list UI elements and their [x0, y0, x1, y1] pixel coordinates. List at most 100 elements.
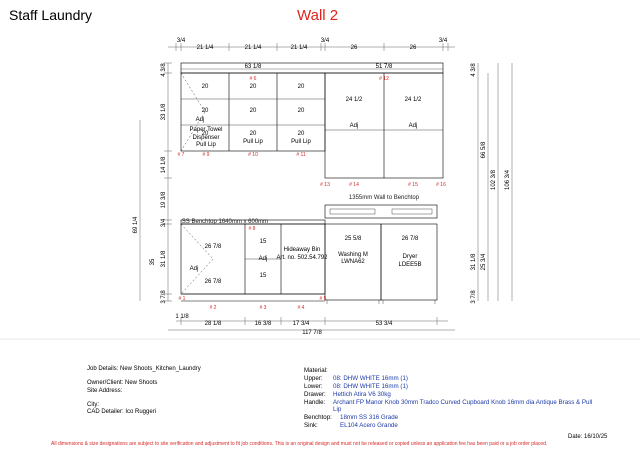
- appliance-top-bar: [324, 204, 438, 219]
- dim-label: 31 1/8: [161, 250, 167, 267]
- material-value: 08: DHW WHITE 16mm (1): [333, 383, 408, 390]
- dim-label: 69 1/4: [133, 216, 139, 233]
- upper-note: Pull Lip: [291, 139, 311, 145]
- dim-label: 4 3/8: [161, 63, 167, 77]
- bottom-dim-ticks: [180, 317, 438, 325]
- cabinet-tag: # 15: [408, 182, 418, 188]
- upper-note: Paper Towel: [190, 127, 223, 133]
- footer-date: Date: 16/10/25: [568, 434, 608, 440]
- dim-label: 26: [351, 45, 358, 51]
- cabinet-tag: # 3: [260, 305, 267, 311]
- dim-label: 117 7/8: [302, 330, 322, 336]
- lower-note: Hideaway Bin: [284, 247, 321, 253]
- dim-label: 31 1/8: [471, 253, 477, 270]
- dim-label: 33 1/8: [161, 103, 167, 120]
- cell-dim: 26 7/8: [205, 244, 222, 250]
- door-swing-line: [180, 258, 214, 295]
- top-dim-ticks: [175, 43, 449, 51]
- appliance-control-panel: [391, 208, 433, 215]
- left-dim-ticks: [164, 62, 172, 302]
- cell-dim: 20: [298, 131, 305, 137]
- dim-label: 14 1/8: [161, 156, 167, 173]
- bulkhead: [180, 62, 444, 74]
- dim-label: 26: [410, 45, 417, 51]
- appliance-label: Washing M: [338, 252, 368, 258]
- right-dim-labels: 4 3/8 66 5/8 102 3/8 106 3/4 31 1/8 25 3…: [471, 63, 511, 304]
- dim-label: 66 5/8: [481, 141, 487, 158]
- wall-title: Wall 2: [297, 7, 339, 24]
- job-site-address: Site Address:: [87, 388, 123, 394]
- adj-note: Adj: [259, 256, 268, 262]
- upper-note: Pull Lip: [196, 142, 216, 148]
- page-title: Staff Laundry: [9, 7, 93, 23]
- dim-label: 63 1/8: [245, 64, 262, 70]
- adj-note: Adj: [350, 123, 359, 129]
- material-label: Upper:: [304, 375, 323, 382]
- material-label: Drawer:: [304, 391, 326, 398]
- door-swing-line: [180, 72, 206, 113]
- appliance-label: Dryer: [403, 254, 418, 260]
- dim-label: 102 3/8: [491, 169, 497, 190]
- material-value: Lip: [333, 406, 342, 413]
- material-label: Lower:: [304, 383, 323, 390]
- cabinet-tag: # 1: [179, 296, 186, 302]
- cell-dim: 20: [202, 131, 209, 137]
- cell-dim: 26 7/8: [205, 279, 222, 285]
- material-value: 18mm SS 316 Grade: [340, 414, 399, 421]
- footer-disclaimer: All dimensions & size designations are s…: [51, 441, 548, 447]
- wall-note: 1355mm Wall to Benchtop: [349, 195, 420, 201]
- cabinet-tag: # 14: [349, 182, 359, 188]
- door-swing-line: [180, 223, 214, 260]
- dim-label: 3/4: [439, 38, 448, 44]
- cell-dim: 20: [298, 84, 305, 90]
- job-owner: Owner/Client: New Shoots: [87, 380, 158, 386]
- cabinet-tag: # 4: [298, 305, 305, 311]
- cabinet-tag: # 6: [250, 76, 257, 82]
- dim-label: 3 7/8: [471, 290, 477, 304]
- appliance-label: LWNA62: [341, 259, 365, 265]
- adj-note: Adj: [196, 117, 205, 123]
- appliance-label: LDEE5B: [398, 262, 421, 268]
- cabinet-tag: # 5: [320, 296, 327, 302]
- cell-dim: 20: [250, 131, 257, 137]
- cabinet-tag: # 9: [203, 152, 210, 158]
- dim-label: 28 1/8: [205, 321, 222, 327]
- appliance-control-panel: [329, 208, 376, 215]
- cell-dim: 15: [260, 239, 267, 245]
- dim-label: 53 3/4: [376, 321, 393, 327]
- cell-dim: 20: [202, 84, 209, 90]
- cell-dim: 24 1/2: [405, 97, 422, 103]
- left-dim-labels: 4 3/8 33 1/8 14 1/8 19 3/8 3/4 31 1/8 35…: [133, 63, 167, 304]
- dim-label: 4 3/8: [471, 63, 477, 77]
- cell-dim: 20: [250, 108, 257, 114]
- cabinet-tag: # 2: [210, 305, 217, 311]
- material-value: Hettich Atira V6 30kg: [333, 391, 391, 398]
- lower-note: Art. no. 502.54.792: [276, 255, 328, 261]
- material-value: EL104 Acero Grande: [340, 422, 398, 429]
- dim-label: 21 1/4: [291, 45, 308, 51]
- cell-dim: 26 7/8: [402, 236, 419, 242]
- dim-label: 17 3/4: [293, 321, 310, 327]
- cabinet-tag: # 12: [379, 76, 389, 82]
- cell-dim: 15: [260, 273, 267, 279]
- dim-label: 35: [150, 258, 156, 265]
- adj-note: Adj: [409, 123, 418, 129]
- dim-label: 51 7/8: [376, 64, 393, 70]
- cell-dim: 25 5/8: [345, 236, 362, 242]
- cabinet-tag: # 11: [296, 152, 306, 158]
- dim-label: 16 3/8: [255, 321, 272, 327]
- cell-dim: 20: [298, 108, 305, 114]
- dim-label: 25 3/4: [481, 253, 487, 270]
- material-label: Sink:: [304, 422, 318, 429]
- dim-label: 3/4: [321, 38, 330, 44]
- cabinet-tag: # 16: [436, 182, 446, 188]
- cell-dim: 20: [202, 108, 209, 114]
- dim-label: 3/4: [177, 38, 186, 44]
- cabinet-tag: # 7: [178, 152, 185, 158]
- elevation-drawing: .ln{stroke:#000;stroke-width:0.6;fill:no…: [0, 38, 640, 340]
- dim-label: 21 1/4: [197, 45, 214, 51]
- dim-label: 3 7/8: [161, 290, 167, 304]
- material-value: Archant FP Manor Knob 30mm Tradco Curved…: [333, 399, 593, 406]
- job-details: Job Details: New Shoots_Kitchen_Laundry: [87, 366, 201, 372]
